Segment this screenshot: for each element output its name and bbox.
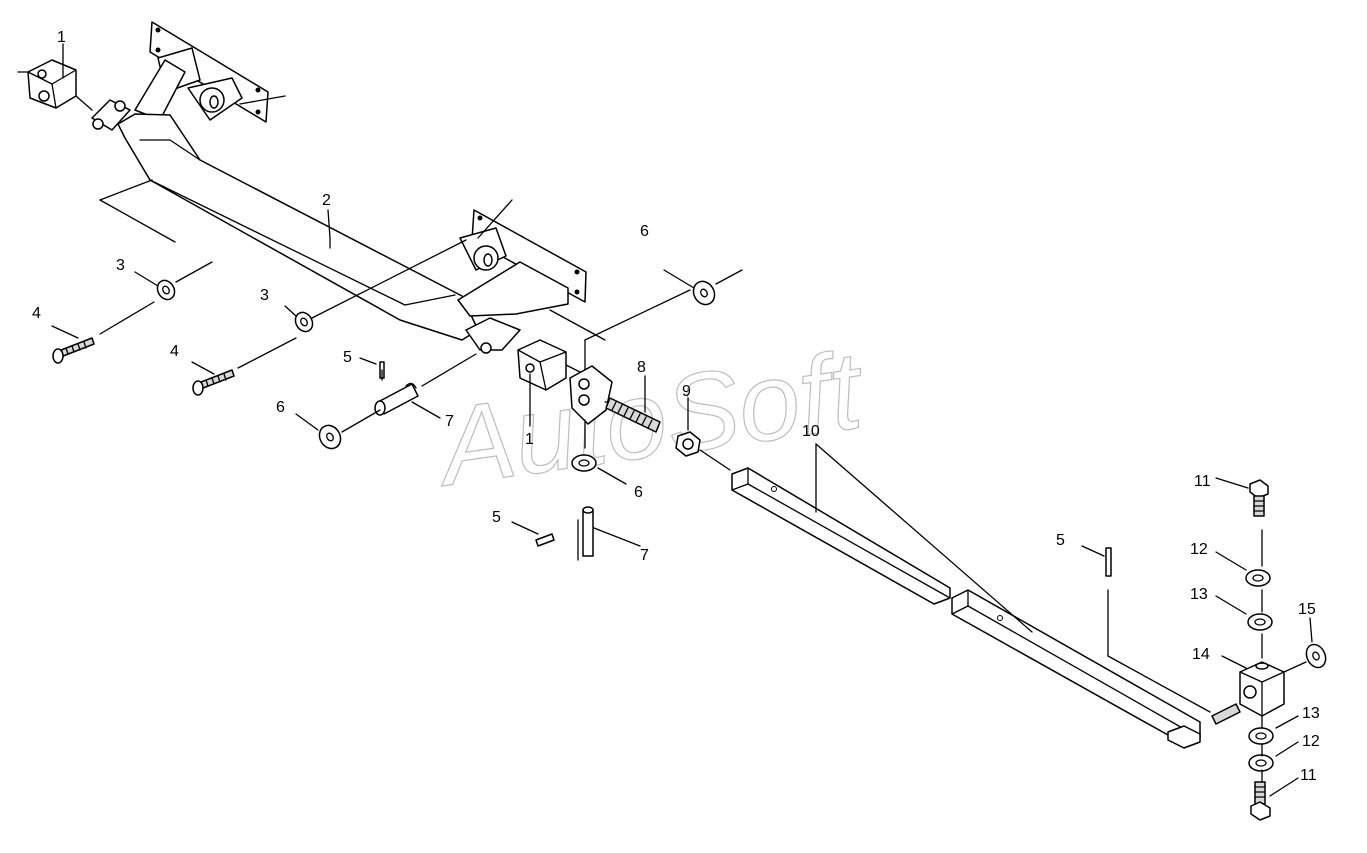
callout-6-upper: 6 <box>640 223 649 240</box>
bolts <box>52 337 1271 821</box>
spindle-block <box>1211 529 1307 783</box>
callout-7-upper: 7 <box>445 413 454 430</box>
callout-13-lower: 13 <box>1302 705 1320 722</box>
callout-11-upper: 11 <box>1194 473 1211 490</box>
callout-7-lower: 7 <box>640 547 649 564</box>
callout-2: 2 <box>322 192 331 209</box>
callout-12-lower: 12 <box>1302 733 1320 750</box>
leader-lines <box>51 43 1313 797</box>
callout-1-upper: 1 <box>57 29 66 46</box>
callout-1-lower: 1 <box>525 431 534 448</box>
callout-3-mid: 3 <box>260 287 269 304</box>
steering-yoke <box>569 289 691 449</box>
callout-5-upper: 5 <box>343 349 352 366</box>
callout-labels: 1 1 2 3 3 4 4 5 5 5 6 6 6 7 7 8 9 10 11 … <box>32 29 1320 784</box>
tie-rod <box>731 443 1211 749</box>
callout-8: 8 <box>637 359 646 376</box>
callout-14: 14 <box>1192 646 1210 663</box>
callout-13-upper: 13 <box>1190 586 1208 603</box>
callout-4-mid: 4 <box>170 343 179 360</box>
washers <box>156 279 1327 772</box>
lock-nut <box>675 431 731 471</box>
callout-3-left: 3 <box>116 257 125 274</box>
callout-6-left: 6 <box>276 399 285 416</box>
callout-5-lower: 5 <box>492 509 501 526</box>
callout-10: 10 <box>802 423 820 440</box>
callout-11-lower: 11 <box>1300 767 1317 784</box>
callout-5-right: 5 <box>1056 532 1065 549</box>
callout-9: 9 <box>682 383 691 400</box>
callout-6-lower: 6 <box>634 484 643 501</box>
pins <box>374 361 1112 657</box>
threaded-rod <box>605 397 661 433</box>
callout-15: 15 <box>1298 601 1316 618</box>
callout-12-upper: 12 <box>1190 541 1208 558</box>
pivot-block-upper <box>17 59 93 111</box>
main-frame <box>91 21 606 354</box>
callout-4-left: 4 <box>32 305 41 322</box>
